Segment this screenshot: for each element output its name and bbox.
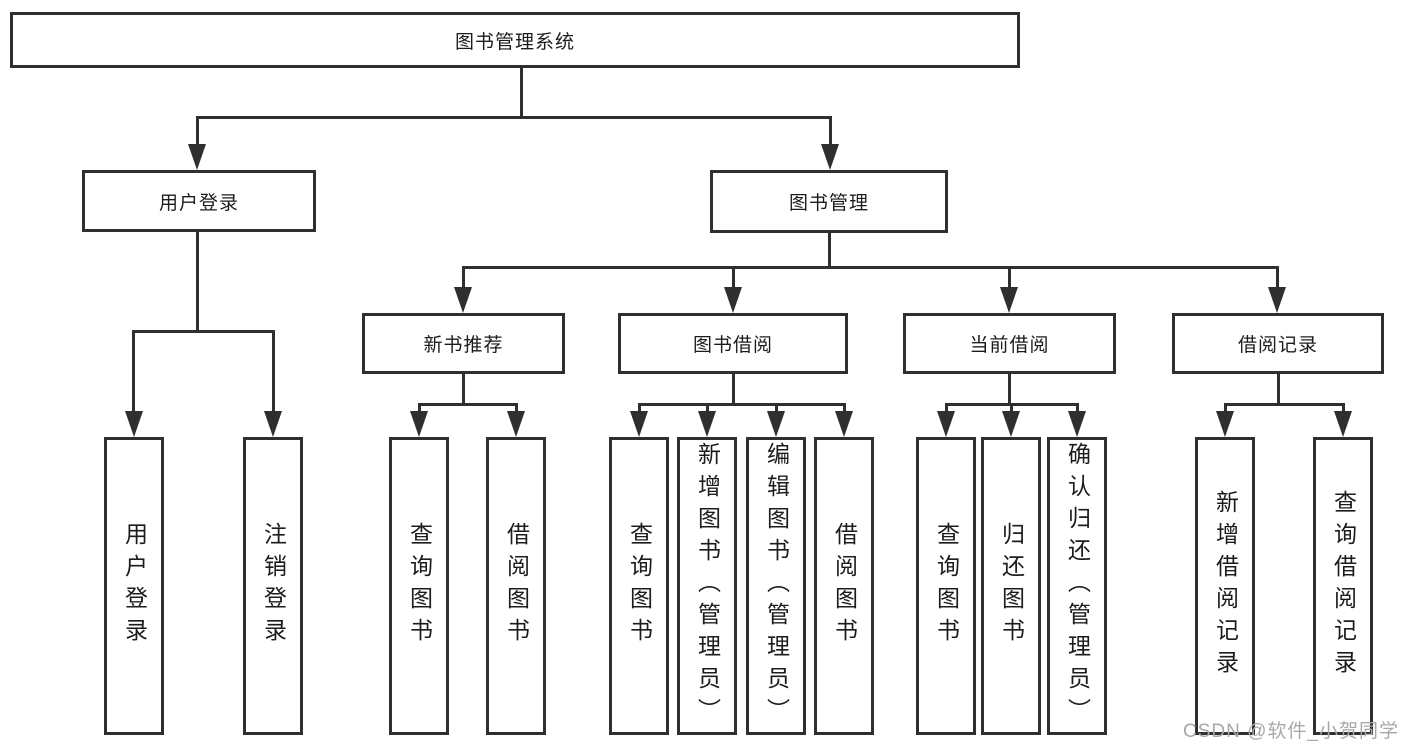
leaf-label: 归还图书 [998, 522, 1025, 650]
connector-line [828, 233, 831, 268]
arrowhead-icon [698, 411, 716, 437]
leaf-return-books: 归还图书 [981, 437, 1041, 735]
connector-line [462, 266, 1279, 269]
connector-line [1008, 266, 1011, 292]
connector-line [1076, 403, 1079, 417]
leaf-confirm-return-admin: 确认归还（管理员） [1047, 437, 1107, 735]
connector-line [732, 374, 735, 406]
arrowhead-icon [767, 411, 785, 437]
connector-line [1276, 266, 1279, 292]
node-borrow-records-label: 借阅记录 [1237, 335, 1318, 356]
node-new-book-recommend-label: 新书推荐 [423, 335, 504, 356]
arrowhead-icon [1216, 411, 1234, 437]
arrowhead-icon [125, 411, 143, 437]
node-current-borrow: 当前借阅 [903, 313, 1116, 374]
connector-line [945, 403, 948, 417]
connector-line [418, 403, 518, 406]
connector-line [706, 403, 709, 417]
connector-line [418, 403, 421, 417]
node-book-management-label: 图书管理 [788, 193, 869, 214]
leaf-query-borrow-record: 查询借阅记录 [1313, 437, 1373, 735]
arrowhead-icon [188, 144, 206, 170]
arrowhead-icon [835, 411, 853, 437]
arrowhead-icon [724, 287, 742, 313]
arrowhead-icon [1000, 287, 1018, 313]
node-new-book-recommend: 新书推荐 [362, 313, 565, 374]
arrowhead-icon [1002, 411, 1020, 437]
arrowhead-icon [507, 411, 525, 437]
node-book-borrow: 图书借阅 [618, 313, 848, 374]
node-root: 图书管理系统 [10, 12, 1020, 68]
leaf-edit-books-admin: 编辑图书（管理员） [746, 437, 806, 735]
connector-line [1342, 403, 1345, 417]
arrowhead-icon [264, 411, 282, 437]
arrowhead-icon [1068, 411, 1086, 437]
connector-line [462, 266, 465, 292]
leaf-label: 借阅图书 [831, 522, 858, 650]
arrowhead-icon [1268, 287, 1286, 313]
leaf-label: 查询图书 [406, 522, 433, 650]
connector-line [196, 232, 199, 332]
arrowhead-icon [821, 144, 839, 170]
leaf-label: 查询借阅记录 [1330, 490, 1357, 682]
arrowhead-icon [1334, 411, 1352, 437]
connector-line [462, 374, 465, 406]
connector-line [638, 403, 846, 406]
leaf-logout: 注销登录 [243, 437, 303, 735]
arrowhead-icon [410, 411, 428, 437]
connector-line [843, 403, 846, 417]
leaf-label: 查询图书 [933, 522, 960, 650]
connector-line [1224, 403, 1227, 417]
node-user-login: 用户登录 [82, 170, 316, 232]
node-book-management: 图书管理 [710, 170, 948, 233]
leaf-label: 借阅图书 [503, 522, 530, 650]
leaf-borrow-books-recommend: 借阅图书 [486, 437, 546, 735]
leaf-query-books-borrow: 查询图书 [609, 437, 669, 735]
connector-line [515, 403, 518, 417]
leaf-add-books-admin: 新增图书（管理员） [677, 437, 737, 735]
leaf-label: 新增图书（管理员） [694, 442, 721, 730]
leaf-label: 注销登录 [260, 522, 287, 650]
arrowhead-icon [454, 287, 472, 313]
leaf-label: 确认归还（管理员） [1064, 442, 1091, 730]
node-current-borrow-label: 当前借阅 [969, 335, 1050, 356]
leaf-label: 用户登录 [121, 522, 148, 650]
arrowhead-icon [937, 411, 955, 437]
leaf-add-borrow-record: 新增借阅记录 [1195, 437, 1255, 735]
watermark: CSDN @软件_小贺同学 [1183, 721, 1399, 742]
connector-line [196, 116, 832, 119]
connector-line [1224, 403, 1345, 406]
connector-line [1277, 374, 1280, 406]
connector-line [272, 330, 275, 418]
connector-line [638, 403, 641, 417]
node-root-label: 图书管理系统 [454, 31, 575, 53]
connector-line [132, 330, 135, 418]
leaf-query-books-current: 查询图书 [916, 437, 976, 735]
leaf-user-login: 用户登录 [104, 437, 164, 735]
arrowhead-icon [630, 411, 648, 437]
connector-line [132, 330, 275, 333]
leaf-label: 新增借阅记录 [1212, 490, 1239, 682]
connector-line [1008, 374, 1011, 406]
leaf-query-books-recommend: 查询图书 [389, 437, 449, 735]
connector-line [196, 116, 199, 149]
node-user-login-label: 用户登录 [158, 192, 239, 214]
leaf-label: 编辑图书（管理员） [763, 442, 790, 730]
node-borrow-records: 借阅记录 [1172, 313, 1384, 374]
connector-line [775, 403, 778, 417]
connector-line [732, 266, 735, 292]
connector-line [1010, 403, 1013, 417]
leaf-label: 查询图书 [626, 522, 653, 650]
node-book-borrow-label: 图书借阅 [692, 335, 773, 356]
leaf-borrow-books: 借阅图书 [814, 437, 874, 735]
connector-line [829, 116, 832, 149]
connector-line [520, 68, 523, 119]
